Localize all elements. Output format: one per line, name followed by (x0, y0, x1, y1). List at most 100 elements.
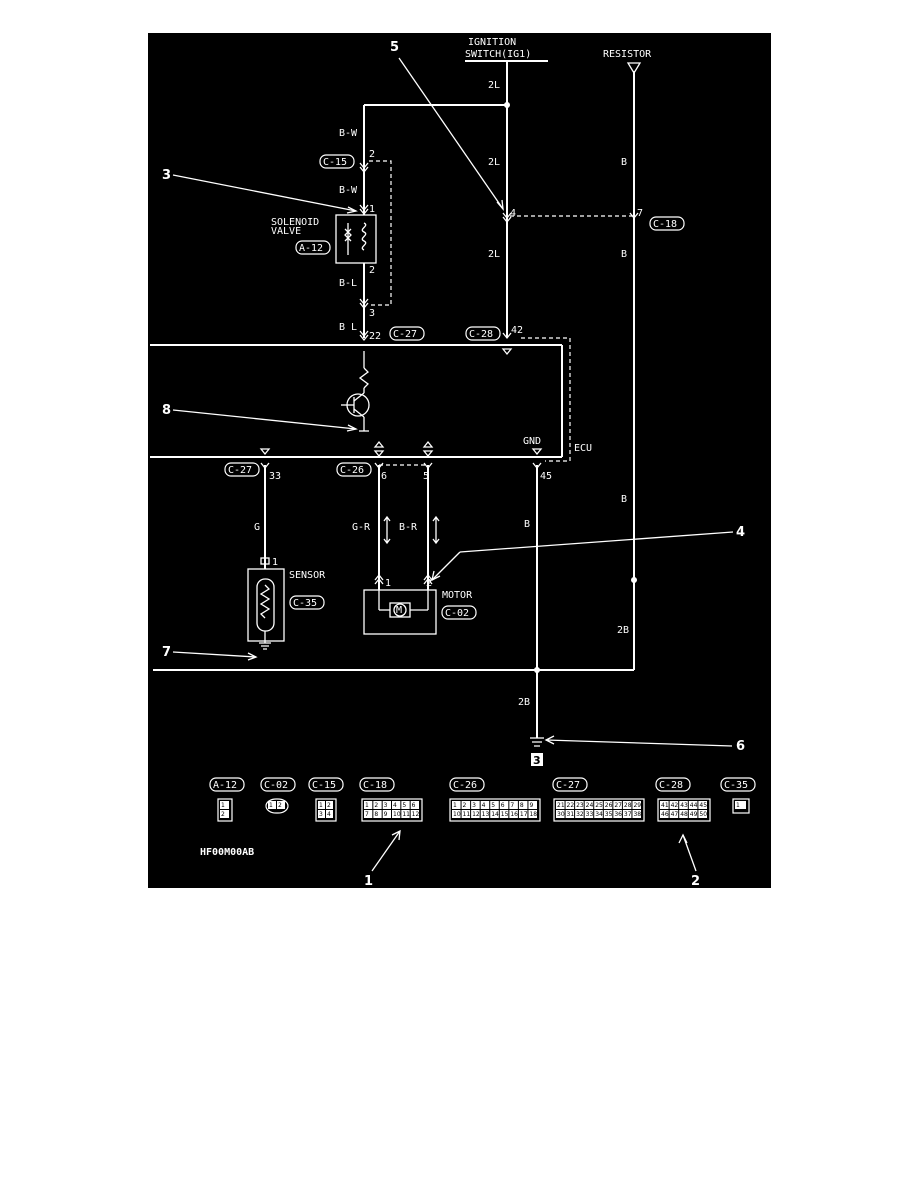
ignition-label-1: IGNITION (468, 37, 516, 48)
legend-tag: A-12 (213, 780, 237, 791)
callout-leader (459, 531, 734, 553)
figure-code: HF00M00AB (200, 847, 254, 858)
connector-pin-number: 15 (501, 811, 509, 818)
connector-pin-cell (565, 801, 575, 809)
callout-leader (371, 830, 401, 872)
connector-pin-number: 1 (365, 802, 369, 809)
connector-pin-cell (373, 801, 382, 809)
current-arrow-icon (383, 515, 391, 545)
connector-pin-cell (669, 810, 679, 818)
connector-pin-cell (480, 810, 490, 818)
solenoid-label-2: VALVE (271, 226, 301, 237)
connector-pin-cell (594, 810, 603, 818)
connector-face (449, 798, 541, 822)
callout-leader (682, 834, 697, 872)
connector-pin-number: 24 (586, 802, 594, 809)
arrow-icon (346, 206, 358, 214)
legend-tag: C-18 (363, 780, 387, 791)
shield-ecu (521, 337, 571, 462)
connector-face (265, 798, 289, 814)
connector-tag-box (389, 326, 425, 341)
thermistor-body (256, 578, 275, 632)
connector-pin-number: 12 (472, 811, 480, 818)
transistor-emitter (353, 408, 365, 418)
connector-pin-number: 2 (221, 811, 225, 818)
connector-pin-cell (603, 810, 613, 818)
connector-pin-cell (688, 801, 698, 809)
connector-pin-cell (382, 801, 391, 809)
legend-tag: C-27 (556, 780, 580, 791)
motor-icon (393, 603, 407, 617)
connector-pin-number: 50 (699, 811, 707, 818)
pin-number: 6 (381, 471, 387, 482)
wire-label: B (621, 157, 627, 168)
connector-pin-cell (382, 810, 391, 818)
connector-pin-number: 7 (365, 811, 369, 818)
wire-label: 2B (518, 697, 530, 708)
connector-pin-number: 48 (680, 811, 688, 818)
thermistor-icon (259, 584, 271, 619)
connector-pin-cell (220, 810, 229, 818)
connector-pin-number: 4 (327, 811, 331, 818)
connector-pin-number: 4 (482, 802, 486, 809)
connector-pin-cell (698, 801, 707, 809)
connector-pin-number: 2 (327, 802, 331, 809)
connector-pin-number: 3 (319, 811, 323, 818)
callout-number: 4 (736, 525, 745, 540)
connector-pin-cell (528, 801, 537, 809)
solenoid-valve: SOLENOID VALVE (271, 214, 377, 264)
legend-tag: C-15 (312, 780, 336, 791)
connector-pin-cell (461, 801, 471, 809)
connector-face (553, 798, 645, 822)
connector-pin-number: 9 (529, 802, 533, 809)
wires (153, 60, 637, 738)
pin-number: 2 (369, 149, 375, 160)
connector-pin-cell (410, 801, 419, 809)
connector-pin-number: 12 (412, 811, 420, 818)
connector-pin-cell (698, 810, 707, 818)
ground-point: 3 (530, 737, 544, 767)
sensor-ground-icon (259, 642, 271, 650)
connector-pin-number: 38 (633, 811, 641, 818)
callout-leader (398, 57, 504, 210)
pin-number: 3 (369, 308, 375, 319)
motor-label: MOTOR (442, 590, 473, 601)
connector-pin-number: 44 (690, 802, 698, 809)
pin-number: 33 (269, 471, 281, 482)
connector-pin-number: 2 (278, 802, 282, 809)
connector-pin-cell (471, 810, 480, 818)
callout-leader (172, 651, 257, 658)
arrow-icon (678, 833, 688, 844)
connector-pin-cell (509, 801, 518, 809)
shield-c15 (369, 160, 392, 306)
connector-tag: C-15 (323, 157, 347, 168)
wire-label: B-W (339, 128, 358, 139)
pin-number: 1 (385, 578, 391, 589)
connector-pin-number: 17 (520, 811, 528, 818)
connector-pin-cell (220, 801, 229, 809)
connector-pin-cell (632, 801, 641, 809)
connector-pin-cell (632, 810, 641, 818)
wire-label: G (254, 522, 260, 533)
connector-pin-cell (735, 801, 746, 809)
connector-pin-number: 14 (491, 811, 499, 818)
connector-pin-cell (326, 801, 333, 809)
ground-id-box (531, 753, 543, 766)
connector-pin-cell (410, 810, 419, 818)
wire-label: B (621, 249, 627, 260)
arrow-icon (391, 829, 401, 841)
connector-pin-number: 47 (671, 811, 679, 818)
callout-leader (431, 551, 461, 581)
connector-tag-box (289, 595, 325, 610)
connector-pin-cell (613, 810, 622, 818)
connector-pin-cell (277, 801, 285, 809)
pin-mark (260, 462, 270, 470)
connector-pin-number: 11 (402, 811, 410, 818)
connector-pin-cell (401, 801, 410, 809)
connector-pin-cell (499, 810, 509, 818)
connector-pin-cell (461, 810, 471, 818)
wiring-diagram: ECU GND SOLENOID VALVE SENSOR M MOTOR (148, 33, 771, 888)
connector-pin-number: 35 (605, 811, 613, 818)
legend-tag-box (209, 777, 245, 792)
legend-tag-box (308, 777, 344, 792)
